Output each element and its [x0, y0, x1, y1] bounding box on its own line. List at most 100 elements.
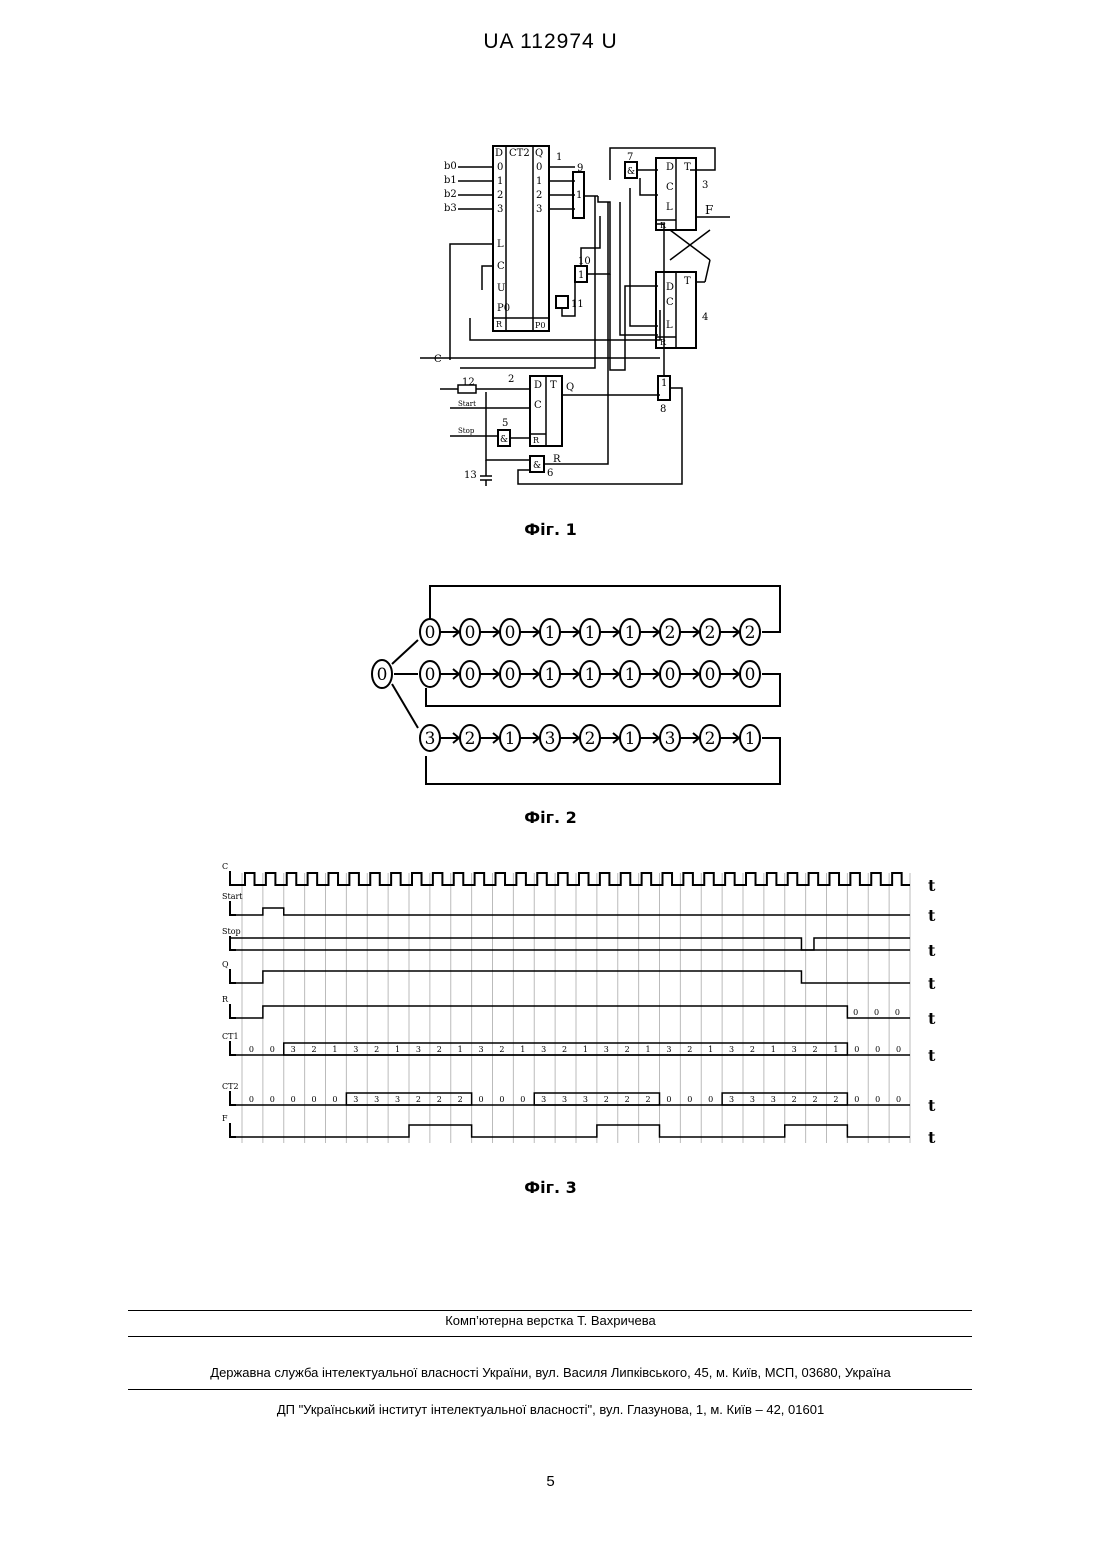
- and6-symbol: &: [533, 461, 541, 471]
- fig3-timing-diagram: CtStarttStoptQtRtCT1tCT2tFt0000032132132…: [220, 855, 950, 1155]
- label-f: F: [705, 203, 713, 217]
- label-7: 7: [627, 152, 633, 163]
- state-label: 1: [585, 623, 596, 643]
- t4-t: T: [684, 276, 691, 287]
- ct2-value: 0: [332, 1095, 337, 1104]
- ct1-value: 1: [395, 1045, 400, 1054]
- input-b1: b1: [444, 175, 457, 186]
- state-label: 1: [625, 665, 636, 685]
- state-label: 1: [505, 729, 516, 749]
- pin-in-3: 3: [497, 204, 503, 215]
- ct1-value: 3: [291, 1045, 296, 1054]
- label-q: Q: [535, 148, 543, 159]
- state-label: 3: [425, 729, 436, 749]
- ct2-value: 2: [416, 1095, 421, 1104]
- ct2-value: 0: [249, 1095, 254, 1104]
- t4-r: R: [660, 338, 667, 347]
- footer-rule-2: [128, 1336, 972, 1337]
- ct1-value: 1: [458, 1045, 463, 1054]
- signal-q: [230, 971, 910, 983]
- input-b2: b2: [444, 189, 457, 200]
- ct1-value: 0: [854, 1045, 859, 1054]
- signal-axis: [230, 901, 236, 915]
- fig1-caption: Фіг. 1: [0, 520, 1101, 539]
- ct1-value: 3: [666, 1045, 671, 1054]
- ct2-value: 3: [771, 1095, 776, 1104]
- label-13: 13: [464, 470, 477, 481]
- state-label: 2: [665, 623, 676, 643]
- t2-q-out: Q: [566, 382, 574, 393]
- page-number: 5: [0, 1473, 1101, 1490]
- label-4: 4: [702, 312, 708, 323]
- ct2-value: 0: [687, 1095, 692, 1104]
- r-tail-value: 0: [874, 1008, 879, 1017]
- label-1: 1: [556, 152, 562, 163]
- input-b3: b3: [444, 203, 457, 214]
- t4-d: D: [666, 282, 674, 293]
- ct2-value: 3: [541, 1095, 546, 1104]
- ct1-value: 3: [604, 1045, 609, 1054]
- pin-out-1: 1: [536, 176, 542, 187]
- footer-rule-3: [128, 1389, 972, 1390]
- t3-c: C: [666, 182, 674, 193]
- state-label: 0: [705, 665, 716, 685]
- ct2-value: 2: [437, 1095, 442, 1104]
- state-label: 1: [625, 729, 636, 749]
- state-label: 2: [705, 623, 716, 643]
- label-3: 3: [702, 180, 708, 191]
- patent-number: UA 112974 U: [0, 30, 1101, 54]
- signal-label: C: [222, 862, 228, 871]
- time-axis-label: t: [928, 1128, 936, 1147]
- time-axis-label: t: [928, 941, 936, 960]
- state-start-label: 0: [377, 665, 388, 685]
- state-label: 2: [745, 623, 756, 643]
- signal-clock: [230, 873, 910, 885]
- ct2-value: 2: [458, 1095, 463, 1104]
- fig2-state-diagram: 0000111222000111000321321321: [360, 578, 790, 793]
- state-label: 0: [465, 665, 476, 685]
- t2-t: T: [550, 380, 557, 391]
- signal-axis: [230, 1091, 236, 1105]
- t2-d: D: [534, 380, 542, 391]
- ct1-value: 0: [896, 1045, 901, 1054]
- or8-symbol: 1: [661, 378, 667, 389]
- state-label: 2: [705, 729, 716, 749]
- fig2-caption: Фіг. 2: [0, 808, 1101, 827]
- signal-label: Stop: [222, 927, 241, 936]
- ct1-value: 3: [729, 1045, 734, 1054]
- label-start: Start: [458, 400, 476, 408]
- ct1-value: 0: [875, 1045, 880, 1054]
- ct2-value: 0: [270, 1095, 275, 1104]
- state-label: 1: [585, 665, 596, 685]
- footer-layout: Комп’ютерна верстка Т. Вахричева: [0, 1313, 1101, 1328]
- ct1-value: 3: [541, 1045, 546, 1054]
- ct2-value: 0: [854, 1095, 859, 1104]
- t3-l: L: [666, 202, 673, 213]
- pin-out-3: 3: [536, 204, 542, 215]
- ct1-value: 1: [583, 1045, 588, 1054]
- label-r-out: R: [553, 454, 561, 465]
- ct2-value: 3: [562, 1095, 567, 1104]
- signal-label: Q: [222, 960, 229, 969]
- state-label: 1: [745, 729, 756, 749]
- ct1-value: 1: [520, 1045, 525, 1054]
- ct2-value: 3: [583, 1095, 588, 1104]
- ct1-value: 1: [833, 1045, 838, 1054]
- t4-c: C: [666, 297, 674, 308]
- ct1-value: 3: [478, 1045, 483, 1054]
- state-label: 0: [505, 665, 516, 685]
- t3-d: D: [666, 162, 674, 173]
- and7-symbol: &: [627, 167, 635, 177]
- ct2-value: 0: [875, 1095, 880, 1104]
- label-8: 8: [660, 404, 666, 415]
- label-clock: C: [434, 354, 442, 365]
- ct1-value: 1: [771, 1045, 776, 1054]
- label-p0: P0: [497, 303, 510, 314]
- ct2-value: 0: [311, 1095, 316, 1104]
- label-r: R: [496, 320, 503, 329]
- time-axis-label: t: [928, 974, 936, 993]
- signal-label: CT2: [222, 1082, 239, 1091]
- label-2: 2: [508, 374, 514, 385]
- state-label: 0: [745, 665, 756, 685]
- ct1-value: 2: [311, 1045, 316, 1054]
